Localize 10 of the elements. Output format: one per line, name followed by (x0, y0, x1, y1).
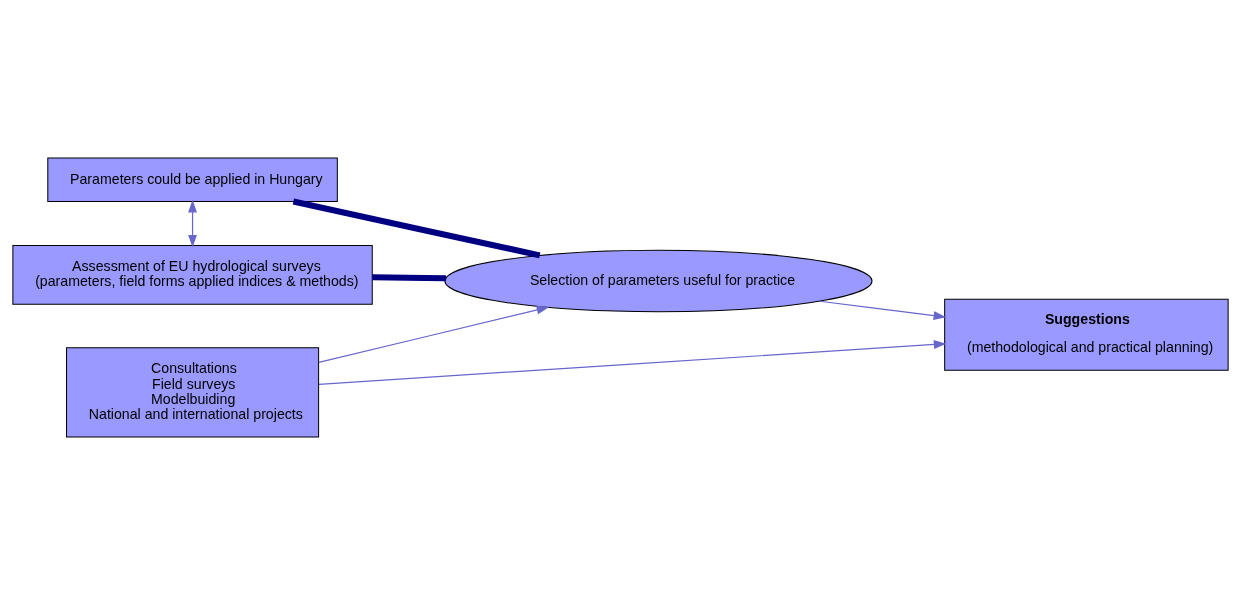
arrow (318, 340, 947, 385)
arrow (318, 305, 550, 363)
arrow (188, 199, 197, 248)
connector (292, 198, 541, 259)
connector (372, 274, 446, 282)
node-box: Parameters could be applied in Hungary (47, 157, 338, 203)
node-box: Assessment of EU hydrological surveys (parameters, field forms applied indices & methods) (12, 245, 373, 305)
node-box: Suggestions (methodological and practical planning) (944, 298, 1229, 371)
node-box: Consultations Field surveys Modelbuiding National and international projects (66, 347, 320, 438)
arrow (819, 300, 947, 320)
